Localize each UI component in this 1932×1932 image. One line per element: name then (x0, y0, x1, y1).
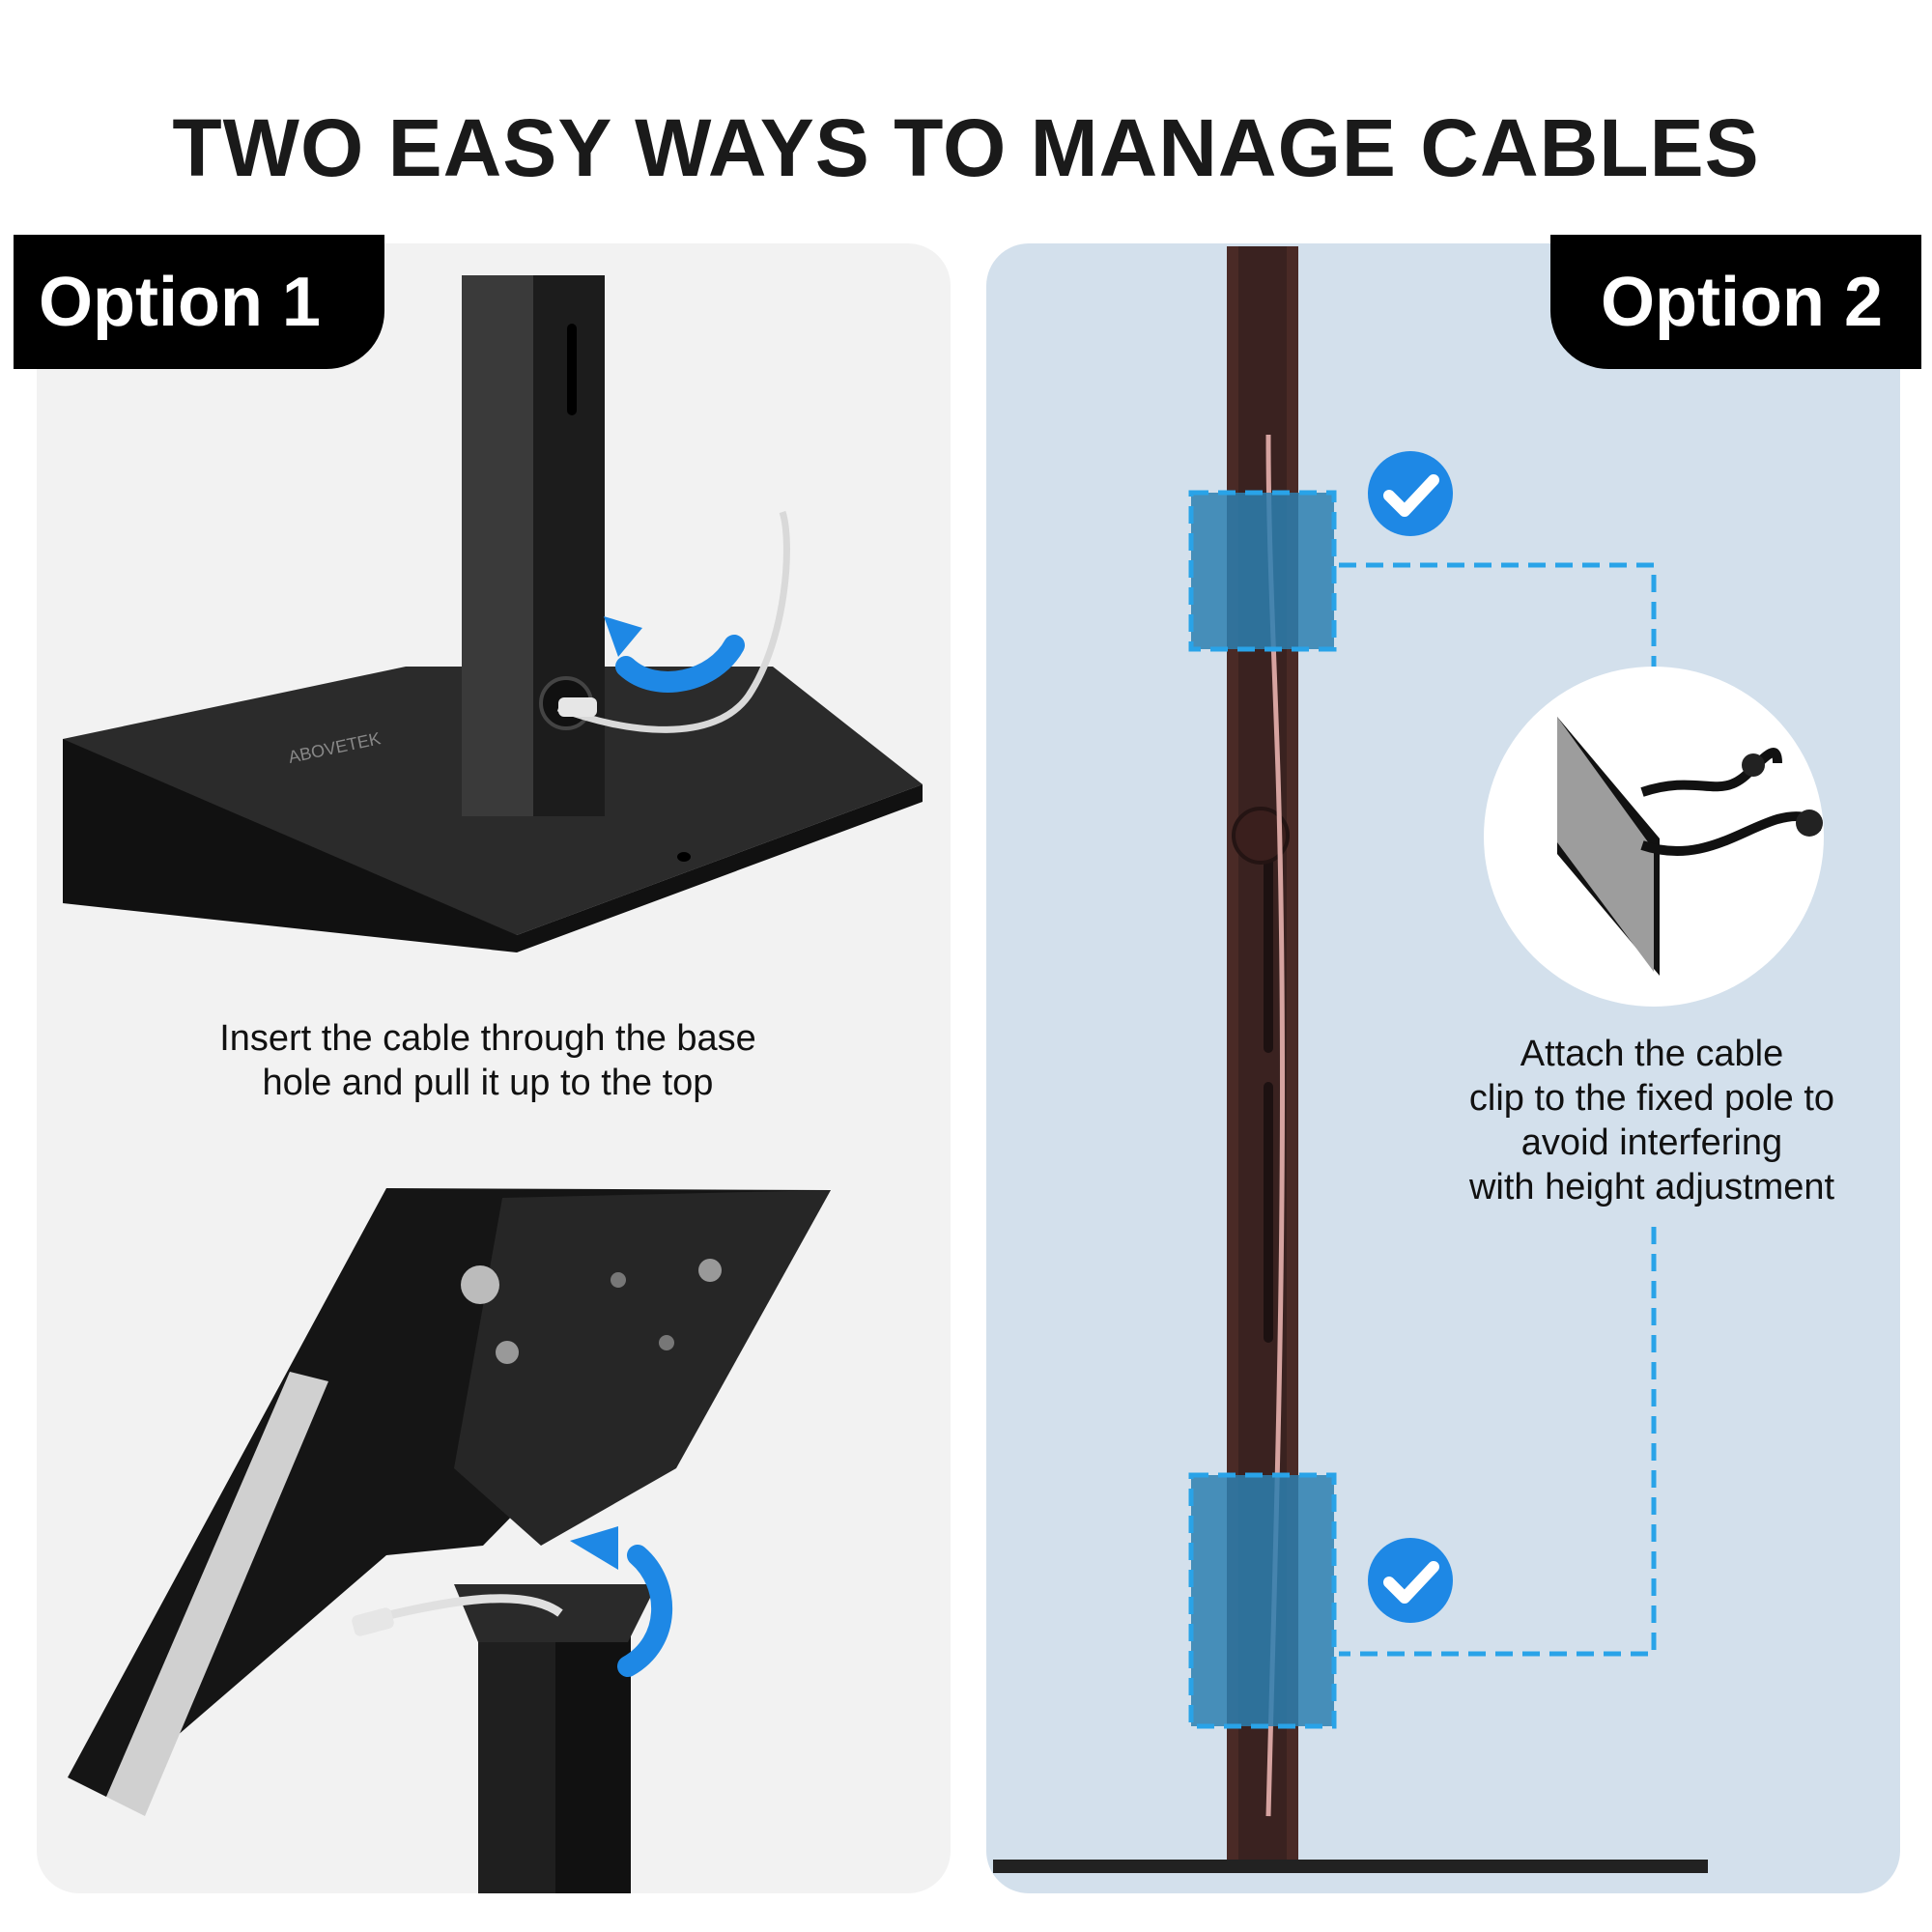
caption-line: clip to the fixed pole to (1468, 1078, 1835, 1119)
caption-line: hole and pull it up to the top (262, 1063, 714, 1103)
tablet-mount-illustration (68, 1188, 831, 1893)
caption-line: avoid interfering (1520, 1122, 1783, 1163)
cable-clip-detail (1484, 667, 1824, 1007)
check-icon (1368, 451, 1453, 536)
option-2-badge: Option 2 (1550, 235, 1921, 369)
page-title: TWO EASY WAYS TO MANAGE CABLES (172, 102, 1760, 193)
option-1-badge: Option 1 (14, 235, 384, 369)
fixed-pole-illustration (993, 246, 1708, 1873)
check-icon (1368, 1538, 1453, 1623)
caption-line: Insert the cable through the base (219, 1018, 756, 1059)
option-1-caption: Insert the cable through the base hole a… (116, 1016, 860, 1105)
stand-base-illustration: ABOVETEK (63, 275, 923, 952)
option-2-caption: Attach the cable clip to the fixed pole … (1391, 1032, 1913, 1209)
caption-line: Attach the cable (1520, 1034, 1784, 1074)
caption-line: with height adjustment (1468, 1167, 1835, 1208)
